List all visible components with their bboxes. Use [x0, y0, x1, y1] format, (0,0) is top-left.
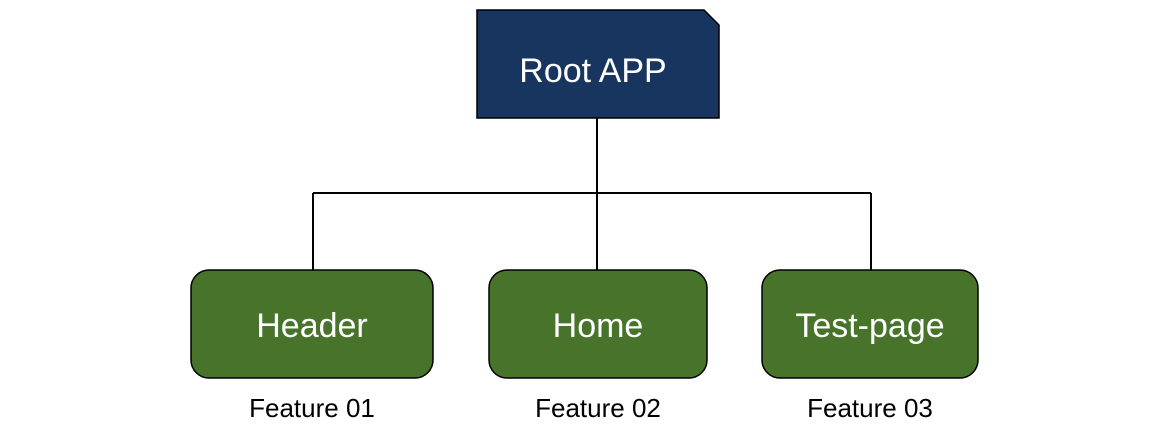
child-node-caption: Feature 01 — [249, 393, 375, 423]
connectors — [312, 118, 872, 270]
child-node-test-page: Test-page Feature 03 — [761, 269, 979, 423]
child-node-header: Header Feature 01 — [190, 269, 434, 423]
child-node-box — [190, 269, 434, 379]
child-node-caption: Feature 03 — [807, 393, 933, 423]
child-node-box — [761, 269, 979, 379]
child-node-label: Header — [256, 307, 368, 345]
root-node-label: Root APP — [519, 52, 666, 90]
child-node-box — [488, 269, 708, 379]
child-node-label: Home — [553, 307, 644, 345]
root-node: Root APP — [476, 9, 720, 119]
child-node-caption: Feature 02 — [535, 393, 661, 423]
child-node-label: Test-page — [795, 307, 944, 345]
root-node-box — [476, 9, 720, 119]
child-node-home: Home Feature 02 — [488, 269, 708, 423]
